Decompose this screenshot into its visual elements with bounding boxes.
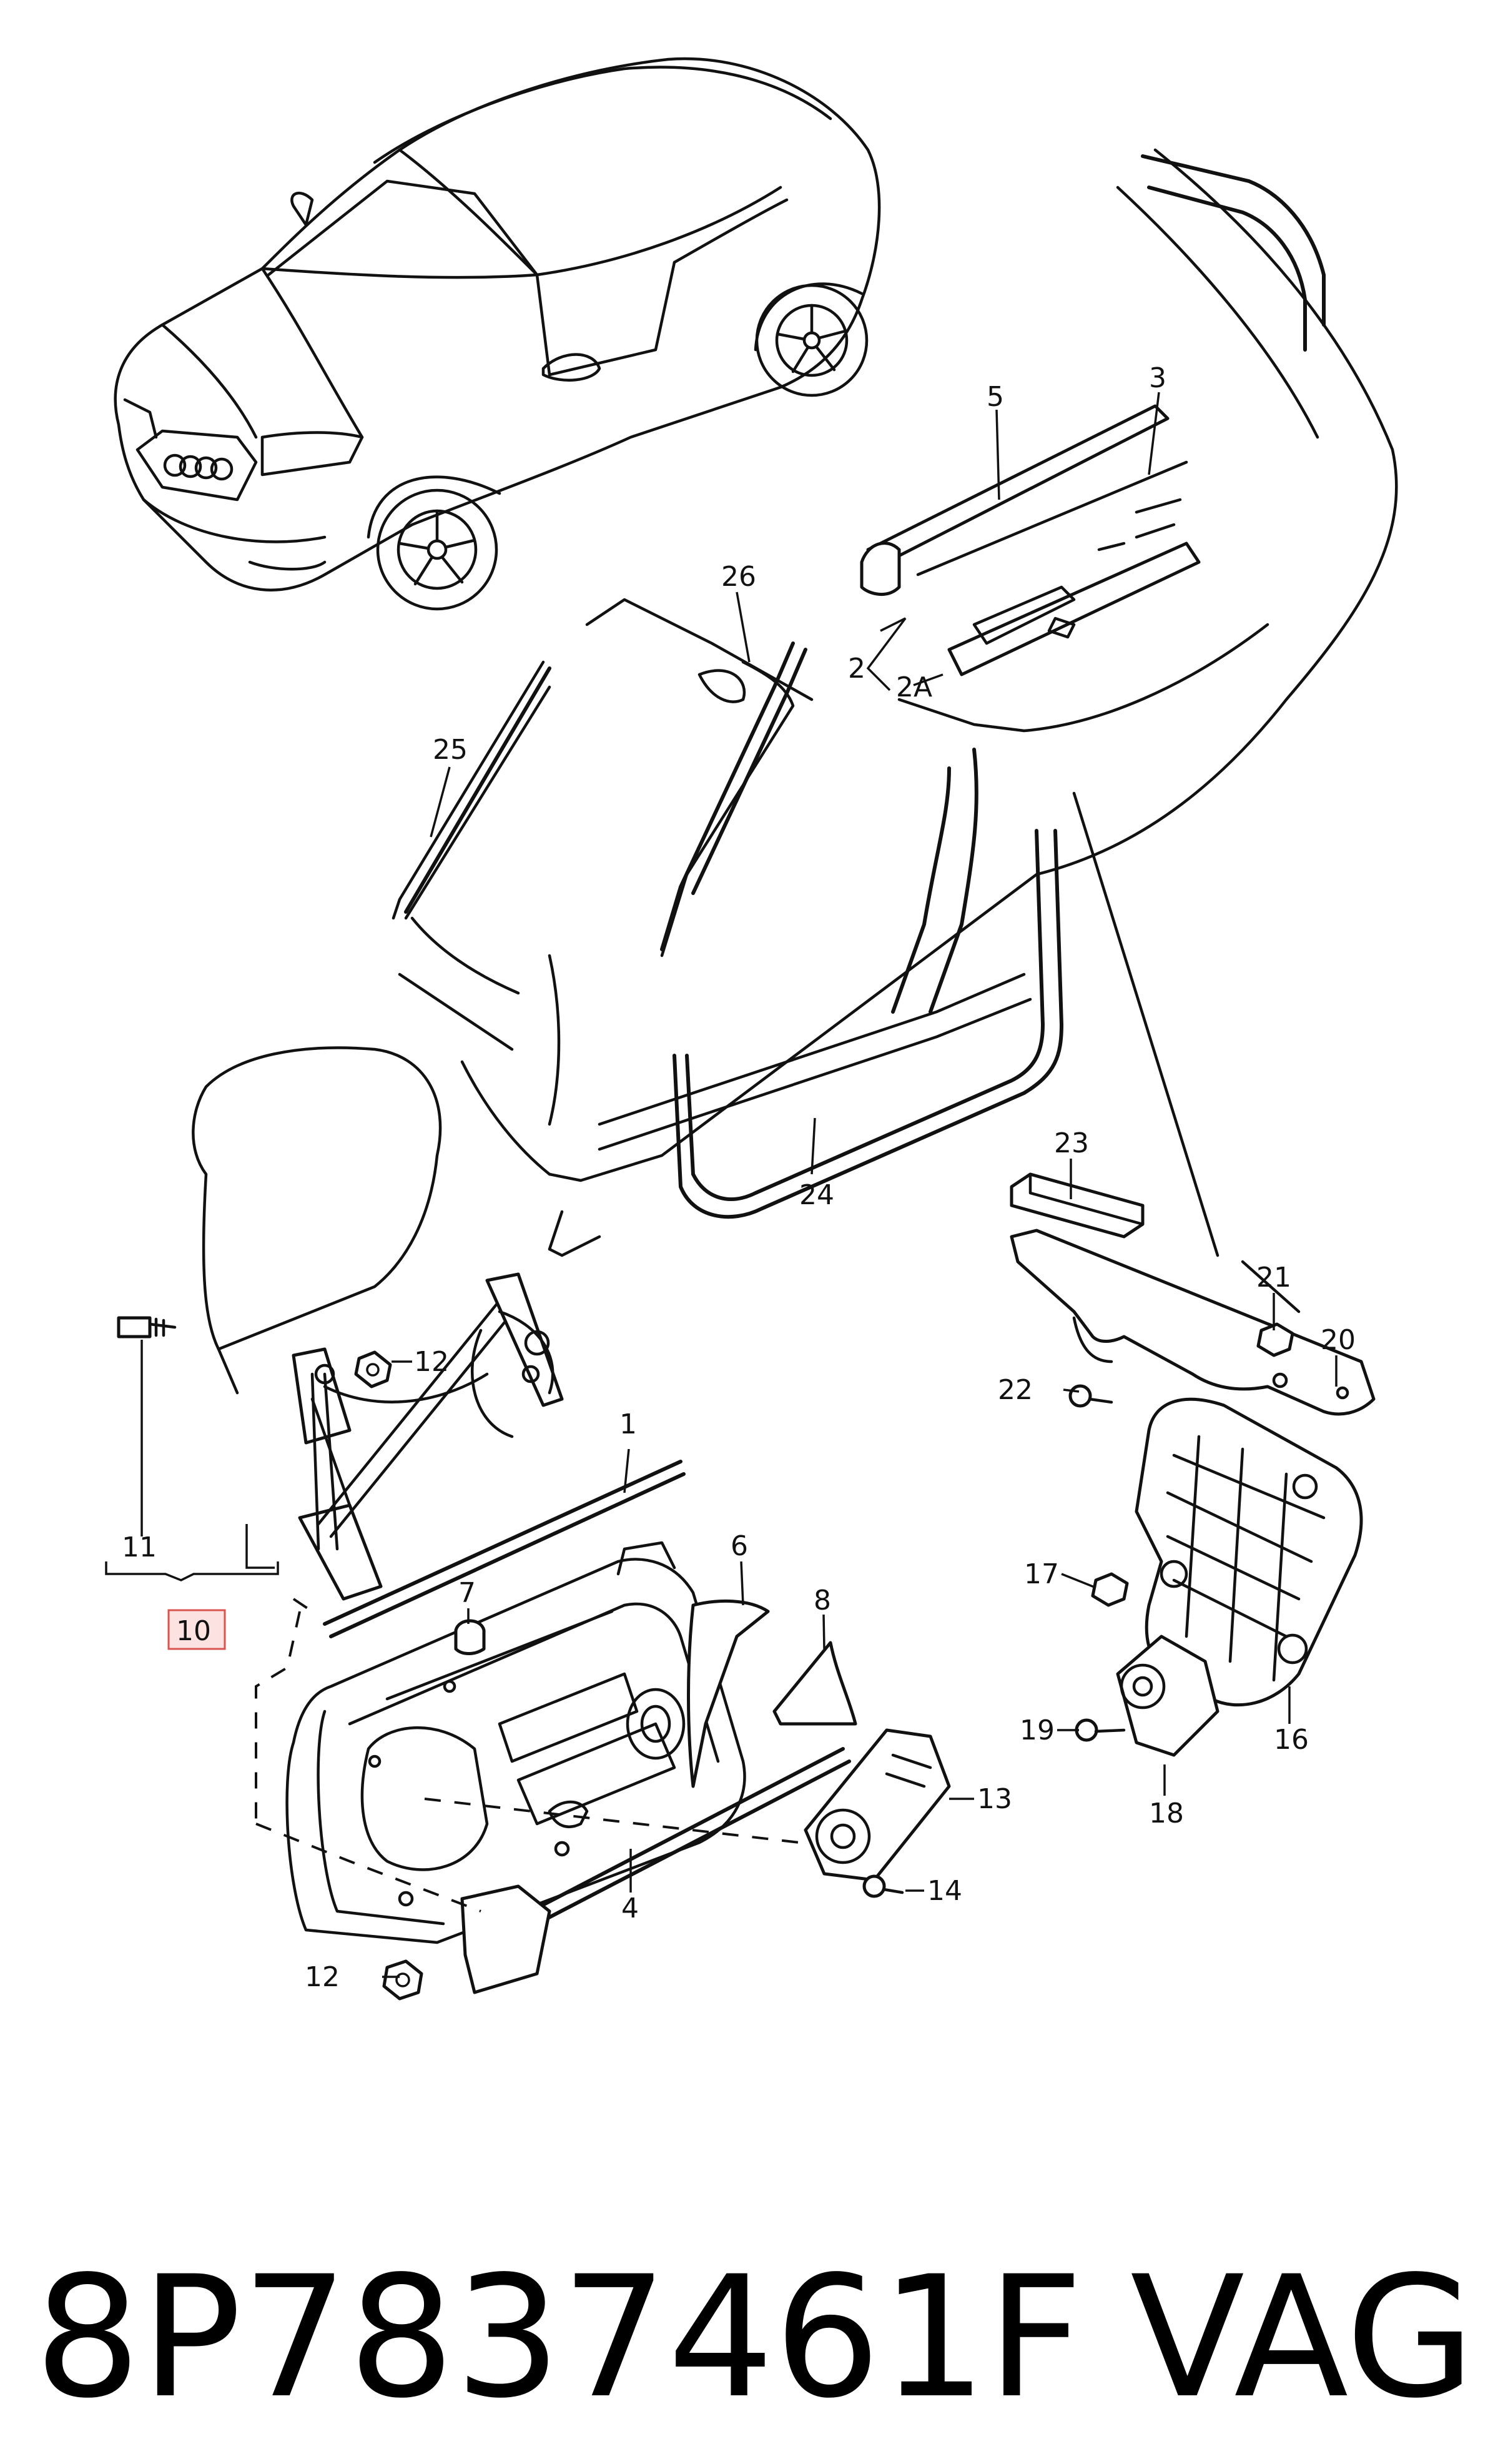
callout-10-highlight[interactable]: 10 [167,1609,226,1650]
part-13-motor [804,1728,951,1882]
part-17-nut [1091,1572,1129,1607]
nut-12-top [354,1350,392,1388]
part-8 [772,1641,857,1726]
callout-17: 17 [1024,1558,1059,1590]
callout-13: 13 [977,1783,1012,1815]
callout-labels: 1 2 2A 3 4 5 6 7 8 11 12 12 13 14 16 17 … [122,362,1356,1993]
dashed-lines [255,1598,800,1912]
callout-21: 21 [1256,1262,1291,1294]
callout-7: 7 [458,1577,476,1609]
callout-22: 22 [998,1374,1033,1406]
brand-name: VAG [1130,2240,1476,2435]
callout-2a: 2A [896,671,932,703]
part-7 [454,1619,486,1655]
callout-10-box[interactable] [167,1609,226,1650]
part-20-guide-rail [1010,1229,1376,1416]
part-19-screw [1075,1718,1126,1742]
callout-26: 26 [721,561,756,593]
body-side-illustration [392,148,1398,1314]
callout-20: 20 [1321,1324,1356,1356]
part-6 [687,1599,770,1788]
callout-25: 25 [433,734,468,766]
part-21-nut [1256,1322,1294,1357]
window-rail-parts [860,404,1201,676]
car-illustration [114,57,881,611]
callout-19: 19 [1020,1714,1055,1746]
callout-24: 24 [799,1179,834,1211]
part-14-screw [862,1874,904,1898]
leader-lines [105,392,1338,1978]
callout-4: 4 [621,1893,639,1924]
callout-14: 14 [927,1875,962,1907]
window-glass-regulator [117,1046,564,1601]
callout-1: 1 [619,1408,637,1440]
callout-8: 8 [814,1585,831,1616]
callout-12-bottom: 12 [305,1961,340,1993]
callout-12-top: 12 [414,1346,449,1378]
callout-16: 16 [1274,1724,1309,1756]
callout-23: 23 [1054,1127,1089,1159]
part-18-motor [1116,1635,1220,1757]
door-inner-panel [285,1541,746,1944]
part-16-regulator [1135,1397,1363,1707]
door-strips [323,1460,851,1926]
part-23 [1010,1172,1145,1239]
part-lower-trim [460,1884,551,1994]
callout-3: 3 [1149,362,1166,394]
callout-6: 6 [731,1530,748,1562]
part-number: 8P7837461F [34,2240,1083,2435]
callout-5: 5 [987,381,1004,413]
callout-10[interactable]: 10 [176,1615,211,1647]
part-22-screw [1068,1384,1113,1408]
nut-12-bottom [382,1959,423,2001]
callout-2: 2 [848,653,865,685]
callout-11: 11 [122,1531,157,1563]
callout-18: 18 [1149,1798,1184,1829]
